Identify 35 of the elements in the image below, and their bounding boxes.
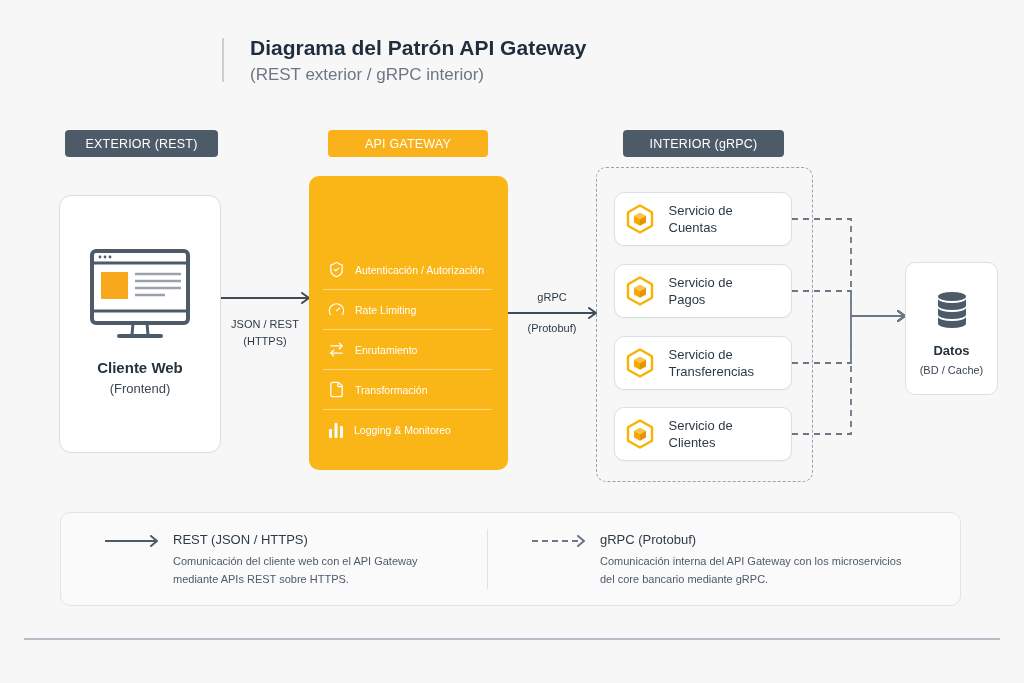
service-card [613,335,792,390]
node-title: Cliente Web [97,358,183,378]
legend-description: Comunicación interna del API Gateway con los microservicios del core bancario mediante gRPC. [600,554,903,587]
arrow [507,307,597,319]
client-card [59,195,221,453]
section-header: EXTERIOR (REST) [65,130,218,157]
dashed-arrow [791,310,906,435]
dashed-container [596,167,813,482]
service-name: Servicio de Clientes [668,416,734,451]
edge-label: JSON / REST (HTTPS) [230,317,300,349]
gateway-panel [309,176,508,470]
feature-label: Logging & Monitoreo [354,423,451,436]
diagram-title: Diagrama del Patrón API Gateway [250,35,588,61]
service-name: Servicio de Pagos [668,273,734,308]
feature-label: Rate Limiting [355,303,417,316]
legend-description: Comunicación del cliente web con el API Gateway mediante APIs REST sobre HTTPS. [173,554,419,587]
section-header: API GATEWAY [328,130,488,157]
node-subtitle: (Frontend) [109,380,171,398]
data-store-card [905,262,998,395]
legend-title: gRPC (Protobuf) [600,531,698,549]
feature-label: Transformación [355,383,428,396]
node-title: Datos [933,342,970,360]
legend-title: REST (JSON / HTTPS) [173,531,309,549]
section-header: INTERIOR (gRPC) [623,130,784,157]
arrow [220,292,310,304]
feature-label: Autenticación / Autorización [355,263,484,276]
service-name: Servicio de Cuentas [668,201,734,236]
edge-label: gRPC (Protobuf) [526,290,578,336]
service-card [613,406,792,461]
diagram-subtitle: (REST exterior / gRPC interior) [250,64,485,86]
service-card [613,191,792,246]
node-subtitle: (BD / Cache) [919,363,984,378]
service-name: Servicio de Transferencias [668,345,755,380]
service-card [613,263,792,318]
feature-label: Enrutamiento [355,343,418,356]
